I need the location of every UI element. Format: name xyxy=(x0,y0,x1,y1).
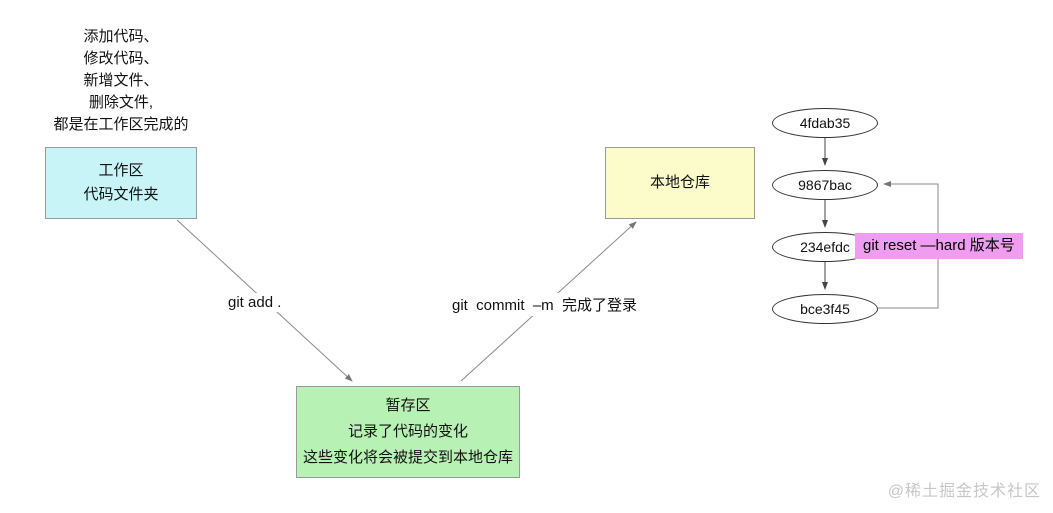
note-line-1: 添加代码、 xyxy=(83,28,159,45)
watermark: @稀土掘金技术社区 xyxy=(887,483,1041,500)
git-commit-label: git commit –m 完成了登录 xyxy=(449,293,641,316)
workspace-box-title: 工作区 xyxy=(98,162,144,179)
staging-box-line-3: 这些变化将会被提交到本地仓库 xyxy=(302,449,513,466)
commit-node-4: bce3f45 xyxy=(772,294,878,324)
note-line-2: 修改代码、 xyxy=(83,50,159,67)
local-repo-box: 本地仓库 xyxy=(605,147,755,219)
git-reset-label: git reset —hard 版本号 xyxy=(855,233,1023,259)
workspace-note: 添加代码、 修改代码、 新增文件、 删除文件, 都是在工作区完成的 xyxy=(28,26,214,136)
note-line-5: 都是在工作区完成的 xyxy=(53,116,189,133)
commit-node-2: 9867bac xyxy=(772,170,878,200)
local-repo-label: 本地仓库 xyxy=(649,174,710,191)
note-line-4: 删除文件, xyxy=(88,94,154,111)
staging-box-title: 暂存区 xyxy=(385,397,431,414)
git-add-label: git add . xyxy=(225,293,285,312)
commit-node-1: 4fdab35 xyxy=(772,108,878,138)
workspace-box-subtitle: 代码文件夹 xyxy=(83,186,159,203)
note-line-3: 新增文件、 xyxy=(83,72,159,89)
staging-box-line-2: 记录了代码的变化 xyxy=(347,423,468,440)
staging-box: 暂存区 记录了代码的变化 这些变化将会被提交到本地仓库 xyxy=(296,386,520,478)
workspace-box: 工作区 代码文件夹 xyxy=(45,147,197,219)
